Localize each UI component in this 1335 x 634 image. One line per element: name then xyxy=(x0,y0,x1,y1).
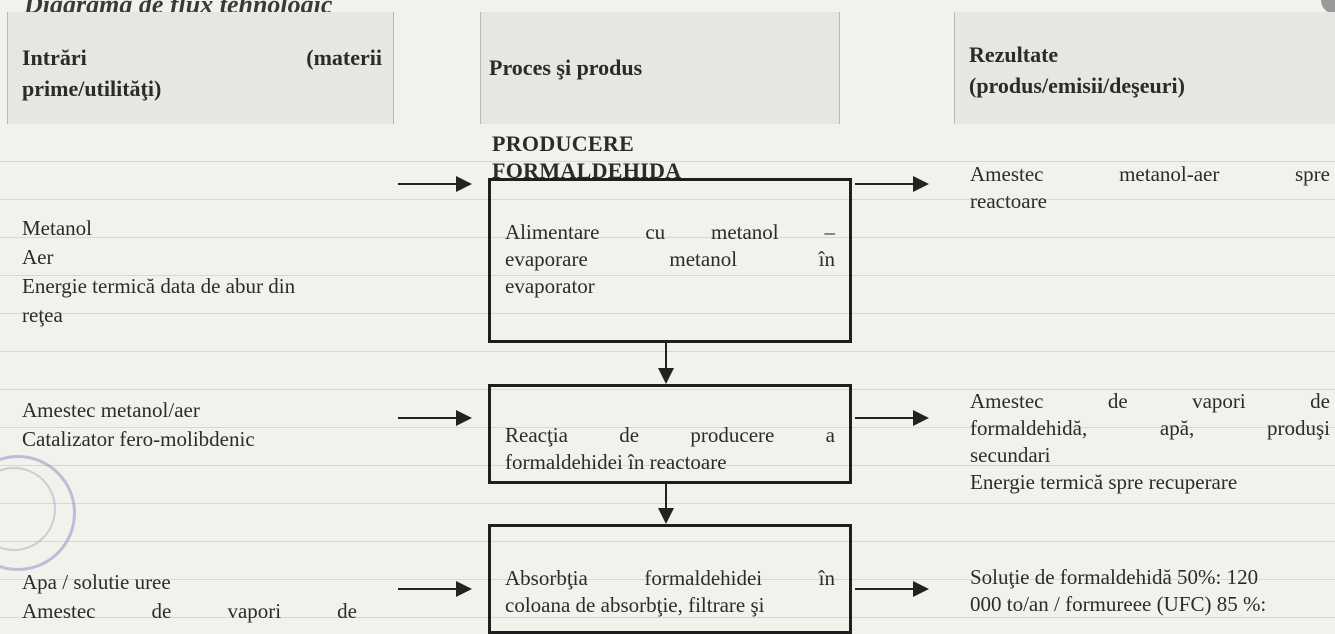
result-word: de xyxy=(1310,389,1330,413)
result-word: de xyxy=(1107,389,1128,413)
process-line: Reacţia de producere a xyxy=(505,422,835,449)
process-word: metanol xyxy=(710,220,779,244)
input-line: Aer xyxy=(22,245,54,269)
process-word: în xyxy=(818,247,835,271)
process-word: – xyxy=(824,220,835,244)
step-1-process-box: Alimentare cu metanol – evaporare metano… xyxy=(488,178,852,343)
result-word: produşi xyxy=(1266,416,1330,440)
step-1-inputs: Metanol Aer Energie termică data de abur… xyxy=(22,214,357,330)
arrow-input-2 xyxy=(398,410,472,426)
process-word: evaporare xyxy=(505,247,588,271)
input-word: vapori xyxy=(227,599,282,623)
input-line: Amestec de vapori de xyxy=(22,597,357,626)
process-word: cu xyxy=(645,220,666,244)
step-1-results: Amestec metanol-aer spre reactoare xyxy=(970,161,1330,215)
process-word: formaldehidei xyxy=(644,566,763,590)
result-word: Amestec xyxy=(970,162,1044,186)
header-results: Rezultate (produs/emisii/deşeuri) xyxy=(954,12,1335,124)
process-line: evaporare metanol în xyxy=(505,246,835,273)
header-inputs-label: Intrări xyxy=(22,45,87,70)
input-line: Metanol xyxy=(22,216,92,240)
process-line: Alimentare cu metanol – xyxy=(505,219,835,246)
header-process-label: Proces şi produs xyxy=(489,55,643,80)
input-line: Amestec metanol/aer xyxy=(22,398,200,422)
input-word: de xyxy=(151,599,172,623)
input-word: de xyxy=(337,599,357,623)
arrow-result-1 xyxy=(855,176,929,192)
process-word: de xyxy=(619,423,640,447)
result-word: Amestec xyxy=(970,389,1044,413)
section-title-line1: PRODUCERE xyxy=(492,131,635,156)
result-line: reactoare xyxy=(970,189,1047,213)
result-line: formaldehidă, apă, produşi xyxy=(970,415,1330,442)
process-word: în xyxy=(818,566,835,590)
result-word: formaldehidă, xyxy=(970,416,1088,440)
process-line: formaldehidei în reactoare xyxy=(505,450,727,474)
arrow-input-3 xyxy=(398,581,472,597)
result-line: Soluţie de formaldehidă 50%: 120 xyxy=(970,565,1259,589)
step-2-results: Amestec de vapori de formaldehidă, apă, … xyxy=(970,388,1330,496)
section-title: PRODUCERE FORMALDEHIDA xyxy=(492,130,681,184)
result-line: 000 to/an / formureee (UFC) 85 %: xyxy=(970,592,1267,616)
process-word: Absorbţia xyxy=(505,566,588,590)
header-results-line2: (produs/emisii/deşeuri) xyxy=(969,73,1185,98)
result-word: vapori xyxy=(1192,389,1246,413)
header-results-line1: Rezultate xyxy=(969,42,1059,67)
arrow-result-3 xyxy=(855,581,929,597)
header-inputs-line2: prime/utilităţi) xyxy=(22,76,162,101)
process-line: coloana de absorbţie, filtrare şi xyxy=(505,593,765,617)
arrow-result-2 xyxy=(855,410,929,426)
process-word: Reacţia xyxy=(505,423,568,447)
arrow-step-2-to-3 xyxy=(658,484,674,524)
process-word: producere xyxy=(690,423,775,447)
result-word: spre xyxy=(1294,162,1330,186)
result-line: Amestec metanol-aer spre xyxy=(970,161,1330,188)
input-word: Amestec xyxy=(22,599,96,623)
step-3-results: Soluţie de formaldehidă 50%: 120 000 to/… xyxy=(970,564,1330,618)
header-process: Proces şi produs xyxy=(480,12,840,124)
result-line: Amestec de vapori de xyxy=(970,388,1330,415)
step-3-inputs: Apa / solutie uree Amestec de vapori de xyxy=(22,568,357,626)
result-word: apă, xyxy=(1159,416,1195,440)
header-inputs-qualifier: (materii xyxy=(306,45,382,70)
input-line: Energie termică data de abur din xyxy=(22,274,296,298)
step-3-process-box: Absorbţia formaldehidei în coloana de ab… xyxy=(488,524,852,634)
input-line: reţea xyxy=(22,303,63,327)
step-2-inputs: Amestec metanol/aer Catalizator fero-mol… xyxy=(22,396,357,454)
process-word: metanol xyxy=(669,247,738,271)
arrow-step-1-to-2 xyxy=(658,343,674,384)
input-line: Catalizator fero-molibdenic xyxy=(22,427,255,451)
result-line: secundari xyxy=(970,443,1051,467)
input-line: Apa / solutie uree xyxy=(22,570,171,594)
arrow-input-1 xyxy=(398,176,472,192)
process-line: evaporator xyxy=(505,274,595,298)
result-word: metanol-aer xyxy=(1119,162,1220,186)
header-inputs: Intrări (materii prime/utilităţi) xyxy=(7,12,394,124)
result-line: Energie termică spre recuperare xyxy=(970,470,1238,494)
step-2-process-box: Reacţia de producere a formaldehidei în … xyxy=(488,384,852,484)
process-word: a xyxy=(825,423,835,447)
process-word: Alimentare xyxy=(505,220,600,244)
process-line: Absorbţia formaldehidei în xyxy=(505,565,835,592)
